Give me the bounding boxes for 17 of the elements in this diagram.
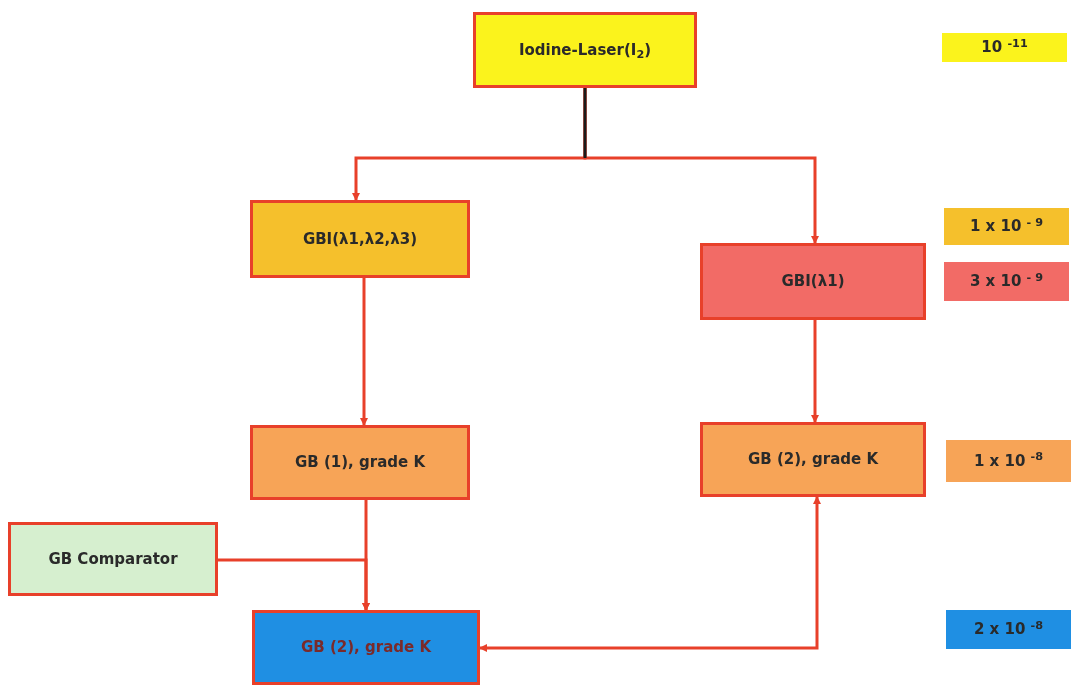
connector-stem bbox=[583, 88, 587, 158]
process-box: Iodine-Laser(I$_{2}$) bbox=[473, 12, 697, 88]
value-box: 2 x 10 $^{-8}$ bbox=[946, 610, 1071, 649]
process-box: GB Comparator bbox=[8, 522, 218, 596]
value-box: 1 x 10 $^{-8}$ bbox=[946, 440, 1071, 482]
arrow bbox=[811, 320, 819, 423]
process-box: GB (2), grade K bbox=[700, 422, 926, 497]
process-box: GBI(λ1,λ2,λ3) bbox=[250, 200, 470, 278]
arrow bbox=[360, 278, 368, 426]
value-box: 3 x 10 $^{- 9}$ bbox=[944, 262, 1069, 301]
process-box: GBI(λ1) bbox=[700, 243, 926, 320]
arrow bbox=[479, 496, 821, 652]
value-box: 10 $^{-11}$ bbox=[942, 33, 1067, 62]
process-box: GB (2), grade K bbox=[252, 610, 480, 685]
value-box: 1 x 10 $^{- 9}$ bbox=[944, 208, 1069, 245]
arrow bbox=[218, 558, 370, 611]
process-box: GB (1), grade K bbox=[250, 425, 470, 500]
